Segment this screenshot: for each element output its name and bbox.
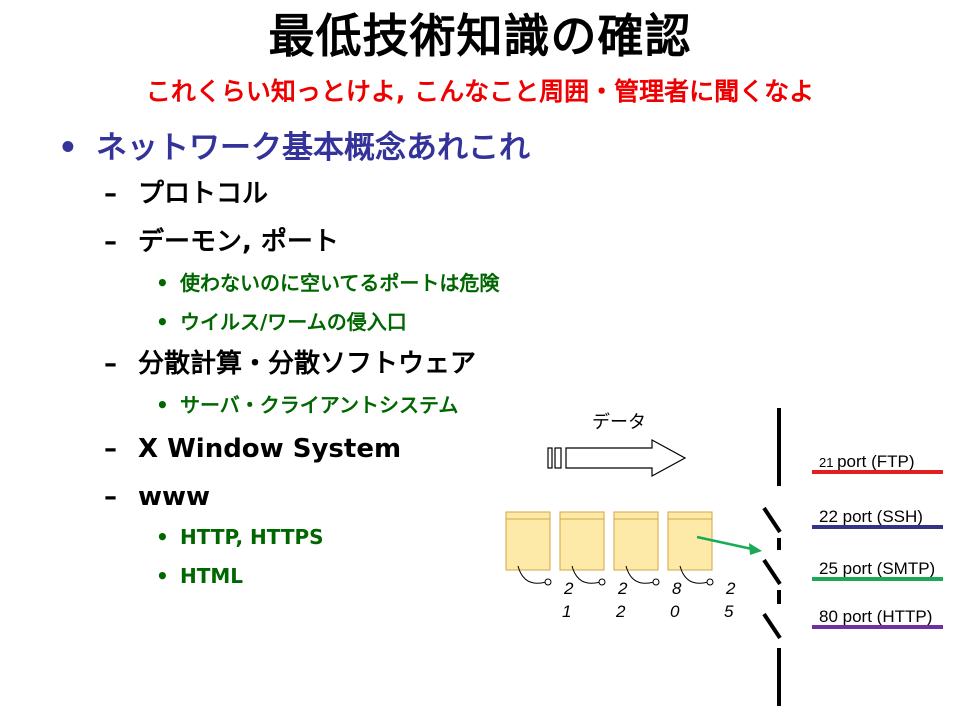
packet-body xyxy=(667,511,713,571)
packet-body xyxy=(559,511,605,571)
subitem-label: HTML xyxy=(180,564,244,588)
port-digit-top: 2 xyxy=(563,579,574,598)
bullet-marker: • xyxy=(58,130,78,166)
port-label: 80 port (HTTP) xyxy=(819,607,932,626)
port-entry: 22 port (SSH) xyxy=(812,507,943,529)
slide-title: 最低技術知識の確認 xyxy=(268,9,692,63)
port-digit-top: 8 xyxy=(672,579,682,598)
data-arrow xyxy=(547,438,687,478)
port-digit-top: 2 xyxy=(617,579,628,598)
port-list: 21 port (FTP) 22 port (SSH) 25 port (SMTP)… xyxy=(812,452,943,629)
port-label: 25 port (SMTP) xyxy=(819,559,935,578)
port-label: 22 port (SSH) xyxy=(819,507,923,526)
item-label: プロトコル xyxy=(138,179,269,209)
packet-tag xyxy=(544,578,552,586)
item-label: www xyxy=(138,482,211,512)
port-entry: 25 port (SMTP) xyxy=(812,559,943,581)
item-label: デーモン, ポート xyxy=(138,227,339,257)
packet: 22 xyxy=(559,511,628,621)
port-entry: 80 port (HTTP) xyxy=(812,607,943,629)
topic-text: ネットワーク基本概念あれこれ xyxy=(96,130,530,166)
bullet-marker: • xyxy=(156,564,169,588)
subitem-html: • HTML xyxy=(156,561,243,591)
subitem-virus-entry: • ウイルス/ワームの侵入口 xyxy=(156,307,407,337)
subitem-client-server: • サーバ・クライアントシステム xyxy=(156,390,458,420)
packet-tag-string xyxy=(517,565,547,584)
port-digit-bottom: 1 xyxy=(562,602,571,621)
firewall-wall xyxy=(762,408,782,706)
port-digit-bottom: 5 xyxy=(724,602,734,621)
item-x-window: –X Window System xyxy=(104,431,401,467)
item-daemon-port: –デーモン, ポート xyxy=(104,224,339,260)
packet-tag-string xyxy=(679,565,709,584)
item-label: 分散計算・分散ソフトウェア xyxy=(138,349,477,379)
topic-bullet: • ネットワーク基本概念あれこれ xyxy=(58,126,530,170)
port-door-open xyxy=(762,558,782,586)
item-www: –www xyxy=(104,479,210,515)
item-protocol: –プロトコル xyxy=(104,176,268,212)
dash-marker: – xyxy=(104,434,117,464)
bullet-marker: • xyxy=(156,393,169,417)
subitem-http: • HTTP, HTTPS xyxy=(156,522,324,552)
item-distributed: –分散計算・分散ソフトウェア xyxy=(104,346,476,382)
packet: 21 xyxy=(505,511,574,621)
port-entry: 21 port (FTP) xyxy=(812,452,943,474)
port-digit-bottom: 0 xyxy=(670,602,680,621)
packet-body xyxy=(505,511,551,571)
packet: 25 xyxy=(667,511,736,621)
packet-tag xyxy=(598,578,606,586)
packet: 80 xyxy=(613,511,682,621)
packet-tag xyxy=(652,578,660,586)
data-label: データ xyxy=(592,412,646,433)
subitem-label: ウイルス/ワームの侵入口 xyxy=(180,310,407,334)
packet-tag-string xyxy=(571,565,601,584)
port-digit-top: 2 xyxy=(725,579,736,598)
packet-tag xyxy=(706,578,714,586)
packet-body xyxy=(613,511,659,571)
item-label: X Window System xyxy=(138,434,402,464)
subitem-open-port-danger: • 使わないのに空いてるポートは危険 xyxy=(156,268,499,298)
port-digit-bottom: 2 xyxy=(615,602,626,621)
dash-marker: – xyxy=(104,349,117,379)
subitem-label: HTTP, HTTPS xyxy=(180,525,324,549)
subitem-label: サーバ・クライアントシステム xyxy=(180,393,459,417)
slide-subtitle: これくらい知っとけよ, こんなこと周囲・管理者に聞くなよ xyxy=(145,77,815,106)
bullet-marker: • xyxy=(156,271,169,295)
port-door-open xyxy=(762,612,782,640)
port-door-open xyxy=(762,506,782,534)
packet-tag-string xyxy=(625,565,655,584)
dash-marker: – xyxy=(104,179,117,209)
dash-marker: – xyxy=(104,227,117,257)
subitem-label: 使わないのに空いてるポートは危険 xyxy=(180,271,500,295)
port-label: 21 port (FTP) xyxy=(819,452,915,471)
bullet-marker: • xyxy=(156,310,169,334)
bullet-marker: • xyxy=(156,525,169,549)
dash-marker: – xyxy=(104,482,117,512)
arrow-to-port xyxy=(696,535,762,555)
